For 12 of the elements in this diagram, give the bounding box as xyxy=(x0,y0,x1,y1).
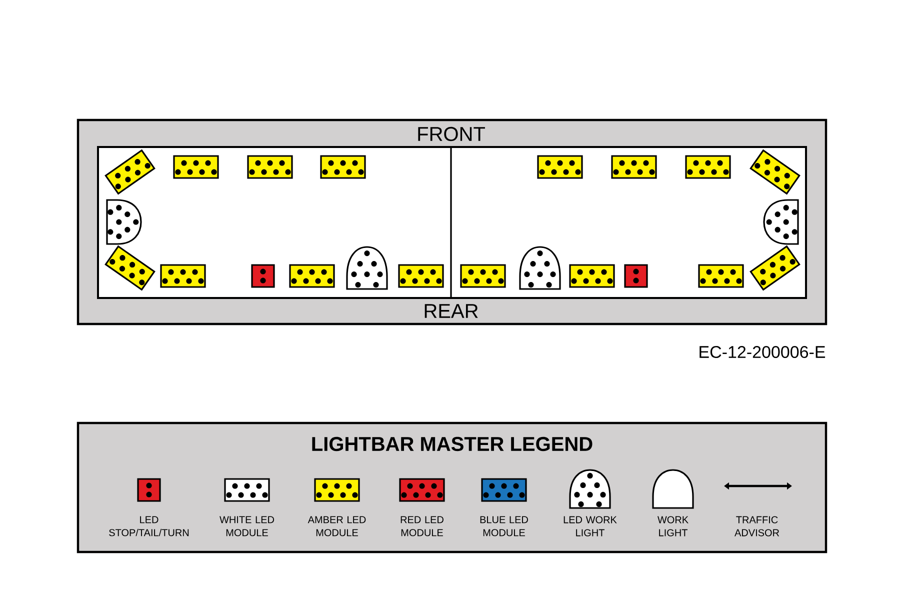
side-label: REAR xyxy=(424,304,478,318)
legend-label: AMBER LED MODULE xyxy=(308,516,366,536)
legend-label: LED STOP/TAIL/TURN xyxy=(109,516,189,536)
legend-label: WORK LIGHT xyxy=(658,516,688,536)
legend-label: TRAFFIC ADVISOR xyxy=(734,516,780,536)
part-number: EC-12-200006-E xyxy=(700,346,826,358)
legend-label: BLUE LED MODULE xyxy=(480,516,528,536)
legend-label: LED WORK LIGHT xyxy=(564,516,617,536)
side-label: FRONT xyxy=(418,126,485,142)
legend-label: WHITE LED MODULE xyxy=(220,516,274,536)
legend-label: RED LED MODULE xyxy=(400,516,444,536)
legend-title: LIGHTBAR MASTER LEGEND xyxy=(312,436,592,452)
